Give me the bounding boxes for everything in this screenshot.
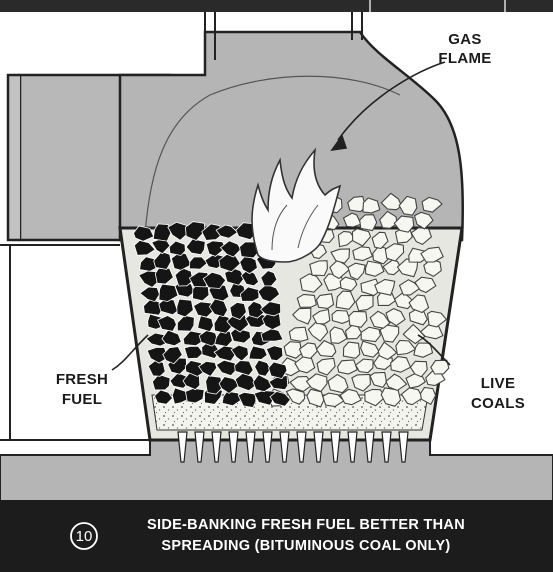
caption-line1: SIDE-BANKING FRESH FUEL BETTER THAN bbox=[147, 517, 465, 533]
caption-line2: SPREADING (BITUMINOUS COAL ONLY) bbox=[161, 538, 450, 554]
live-coal-lump bbox=[360, 215, 377, 231]
top-border bbox=[0, 0, 553, 12]
live-coal-lump bbox=[343, 342, 359, 358]
live-coal-lump bbox=[297, 294, 316, 307]
fresh-fuel-label-line1: FRESH bbox=[56, 371, 108, 388]
live-coal-lump bbox=[289, 327, 308, 341]
fresh-fuel-label-line2: FUEL bbox=[62, 391, 102, 408]
live-coals-label-line2: COALS bbox=[471, 395, 525, 412]
figure-number: 10 bbox=[76, 528, 93, 545]
live-coal-lump bbox=[310, 261, 328, 276]
live-coal-lump bbox=[317, 294, 334, 309]
gas-flame-label-line2: FLAME bbox=[438, 50, 491, 67]
live-coals-label-line1: LIVE bbox=[481, 375, 516, 392]
live-coal-lump bbox=[332, 311, 350, 324]
gas-flame-label-line1: GAS bbox=[448, 31, 481, 48]
